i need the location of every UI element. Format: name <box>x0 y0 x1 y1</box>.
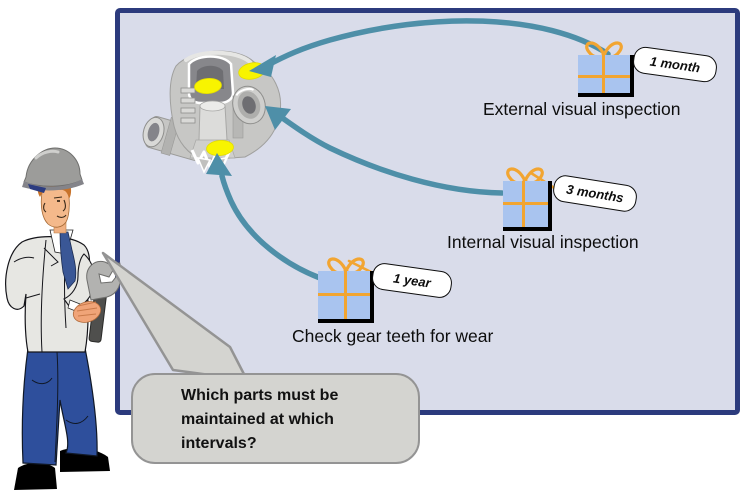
bow-icon <box>506 167 544 183</box>
speech-bubble-line: maintained at which <box>181 411 334 428</box>
label-internal-visual-inspection: Internal visual inspection <box>447 232 639 252</box>
speech-bubble-line: Which parts must be <box>181 387 339 404</box>
label-check-gear-teeth: Check gear teeth for wear <box>292 326 494 346</box>
hard-hat-icon <box>22 147 84 193</box>
label-external-visual-inspection: External visual inspection <box>483 99 681 119</box>
bow-icon <box>585 41 623 57</box>
bow-icon <box>327 257 365 273</box>
speech-bubble-line: intervals? <box>181 435 257 452</box>
speech-bubble: Which parts must be maintained at which … <box>131 373 420 464</box>
